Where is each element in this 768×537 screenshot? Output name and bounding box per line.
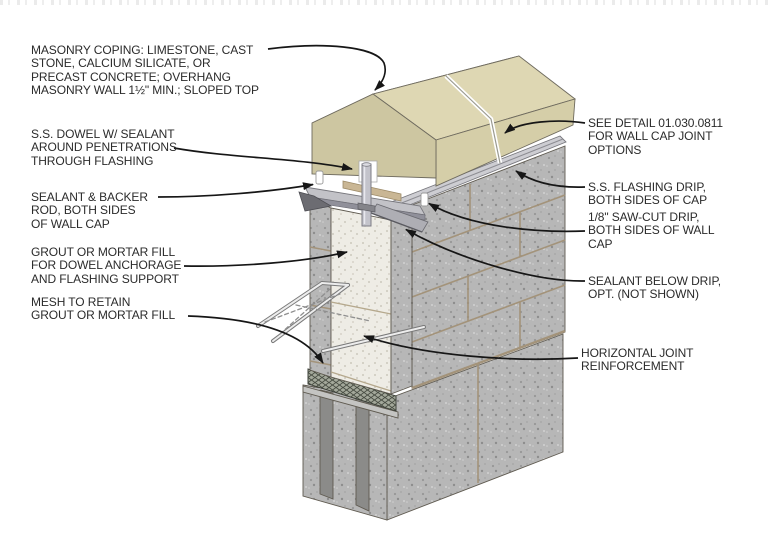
callout-grout-fill: GROUT OR MORTAR FILL FOR DOWEL ANCHORAGE…	[31, 245, 182, 286]
flashing-drip-left	[298, 191, 333, 212]
leader-see-detail	[504, 120, 586, 134]
stainless-dowel	[357, 162, 376, 227]
dowel-sealant-collar	[357, 202, 376, 213]
leader-flashing-drip	[515, 170, 586, 188]
base-cell-groove	[355, 395, 370, 512]
callout-horizontal-joint-reinforcement: HORIZONTAL JOINT REINFORCEMENT	[581, 346, 694, 374]
callout-mesh: MESH TO RETAIN GROUT OR MORTAR FILL	[31, 295, 176, 323]
backer-rod-right	[420, 192, 429, 207]
callout-saw-cut-drip: 1/8" SAW-CUT DRIP, BOTH SIDES OF WALL CA…	[588, 210, 715, 251]
leader-grout-fill	[183, 250, 348, 267]
leader-mesh	[187, 315, 324, 364]
callout-sealant-backer-rod: SEALANT & BACKER ROD, BOTH SIDES OF WALL…	[31, 190, 148, 231]
leader-saw-cut-drip	[428, 202, 586, 233]
coping-cap	[311, 55, 576, 187]
backer-rod-left	[315, 170, 324, 185]
callout-flashing-drip: S.S. FLASHING DRIP, BOTH SIDES OF CAP	[588, 180, 707, 208]
base-block	[302, 333, 564, 521]
sealant-bed	[342, 180, 402, 202]
callout-sealant-below-drip: SEALANT BELOW DRIP, OPT. (NOT SHOWN)	[588, 274, 722, 302]
wall-inner-shell-cut	[390, 205, 413, 395]
cap-end-face	[311, 93, 437, 179]
leader-masonry-coping	[267, 44, 386, 91]
leader-sealant-below-drip	[405, 228, 586, 282]
base-cell-groove	[319, 389, 334, 500]
leader-sealant-backer	[157, 182, 314, 198]
mortar-joints	[411, 184, 566, 390]
cropped-text-artifact	[0, 0, 768, 5]
core-bed-joint	[330, 301, 392, 315]
leader-ss-dowel	[173, 147, 353, 171]
cap-joint	[444, 74, 503, 164]
grout-core-cut-face	[330, 207, 392, 395]
base-top-ledge	[302, 385, 399, 419]
callout-see-detail: SEE DETAIL 01.030.0811 FOR WALL CAP JOIN…	[588, 116, 723, 157]
under-cap-assembly	[298, 160, 429, 233]
callout-ss-dowel: S.S. DOWEL W/ SEALANT AROUND PENETRATION…	[31, 127, 177, 168]
leader-lines	[157, 44, 586, 364]
leader-horizontal-joint-reinforcement	[363, 335, 579, 361]
core-bed-joint	[330, 371, 392, 392]
callout-masonry-coping: MASONRY COPING: LIMESTONE, CAST STONE, C…	[31, 43, 259, 98]
cross-wires-dashed	[264, 288, 371, 335]
joint-reinforcement-rods	[256, 281, 426, 353]
